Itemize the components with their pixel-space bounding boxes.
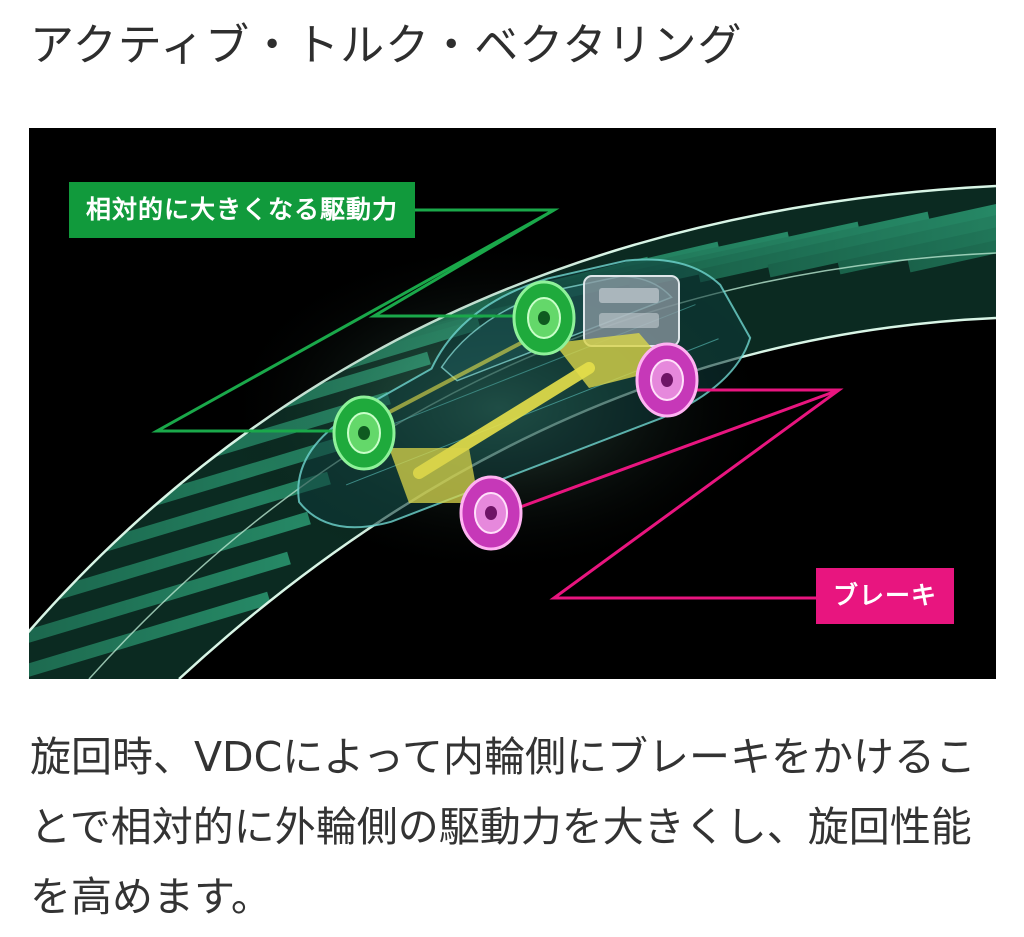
torque-vectoring-illustration bbox=[29, 128, 996, 679]
description-text: 旋回時、VDCによって内輪側にブレーキをかけることで相対的に外輪側の駆動力を大き… bbox=[30, 733, 976, 921]
engine-block bbox=[583, 275, 680, 347]
illustration-graphic bbox=[29, 184, 996, 679]
rear-outer-wheel bbox=[332, 395, 396, 471]
page-title: アクティブ・トルク・ベクタリング bbox=[30, 20, 743, 71]
drive-force-leaders bbox=[151, 208, 560, 433]
brake-leaders bbox=[503, 388, 844, 600]
brake-label: ブレーキ bbox=[816, 568, 954, 624]
front-outer-wheel bbox=[512, 280, 576, 356]
front-inner-wheel bbox=[635, 342, 699, 418]
drive-force-label: 相対的に大きくなる駆動力 bbox=[69, 182, 415, 238]
rear-inner-wheel bbox=[459, 475, 523, 551]
